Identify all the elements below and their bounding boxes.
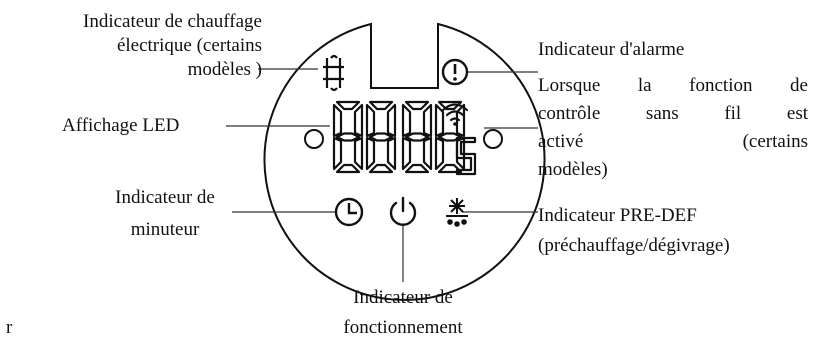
led-segment (404, 163, 430, 174)
wireless-label-line-1: Lorsque la fonction de (538, 75, 808, 96)
power-label: Indicateur de fonctionnement (330, 286, 476, 340)
led-segment (401, 103, 412, 138)
led-segment (401, 136, 412, 171)
led-segment (434, 103, 445, 138)
led-segment (365, 103, 376, 138)
led-segment (365, 136, 376, 171)
wireless-label-line-4: modèles) (538, 159, 608, 180)
heater-label-line-3: modèles ) (187, 59, 262, 80)
led-digit (401, 100, 433, 174)
right-indicator-circle (483, 129, 503, 149)
led-segment (404, 100, 430, 111)
left-indicator-circle (304, 129, 324, 149)
heater-label-line-2: électrique (certains (116, 35, 262, 56)
led-segment (353, 136, 364, 171)
predef-label-line-2: (préchauffage/dégivrage) (538, 235, 730, 256)
heater-label: Indicateur de chauffage électrique (cert… (8, 10, 262, 82)
led-segment (455, 103, 466, 138)
led-segment (434, 136, 445, 171)
led-small-digit (455, 136, 477, 176)
led-segment (335, 163, 361, 174)
power-label-line-2: fonctionnement (343, 317, 463, 338)
led-segment (335, 100, 361, 111)
alarm-label: Indicateur d'alarme (538, 39, 685, 60)
leader-lines (226, 68, 538, 282)
heater-label-line-1: Indicateur de chauffage (83, 11, 262, 32)
predef-label: Indicateur PRE-DEF (préchauffage/dégivra… (538, 204, 730, 258)
led-segment (353, 103, 364, 138)
led-segment (368, 132, 394, 142)
wireless-label-line-2: contrôle sans fil est (538, 103, 808, 124)
power-label-line-1: Indicateur de (353, 287, 453, 308)
panel-outline (263, 22, 546, 301)
led-segment (386, 136, 397, 171)
led-segment (437, 163, 463, 174)
power-icon (389, 196, 417, 226)
timer-icon (334, 197, 364, 227)
led-segment (332, 103, 343, 138)
led-segment (386, 103, 397, 138)
led-segment (335, 132, 361, 142)
led-segment (332, 136, 343, 171)
led-segment (368, 100, 394, 111)
led-segment (422, 103, 433, 138)
timer-label-line-1: Indicateur de (115, 187, 215, 208)
led-segment (422, 136, 433, 171)
led-segment (404, 132, 430, 142)
led-display (332, 100, 477, 176)
alarm-icon (441, 58, 469, 86)
timer-label: Indicateur de minuteur (80, 186, 250, 242)
defrost-icon (446, 198, 468, 227)
led-segment (368, 163, 394, 174)
led-digit (365, 100, 397, 174)
led-segment (437, 100, 463, 111)
wireless-label-line-3: activé (certains (538, 131, 808, 152)
wireless-label: Lorsque la fonction de contrôle sans fil… (538, 74, 808, 182)
led-label: Affichage LED (62, 115, 180, 136)
led-digit (332, 100, 364, 174)
led-segment (455, 136, 477, 176)
edge-fragment: r (6, 317, 13, 338)
predef-label-line-1: Indicateur PRE-DEF (538, 205, 697, 226)
heater-icon (323, 54, 344, 92)
timer-label-line-2: minuteur (130, 219, 200, 240)
